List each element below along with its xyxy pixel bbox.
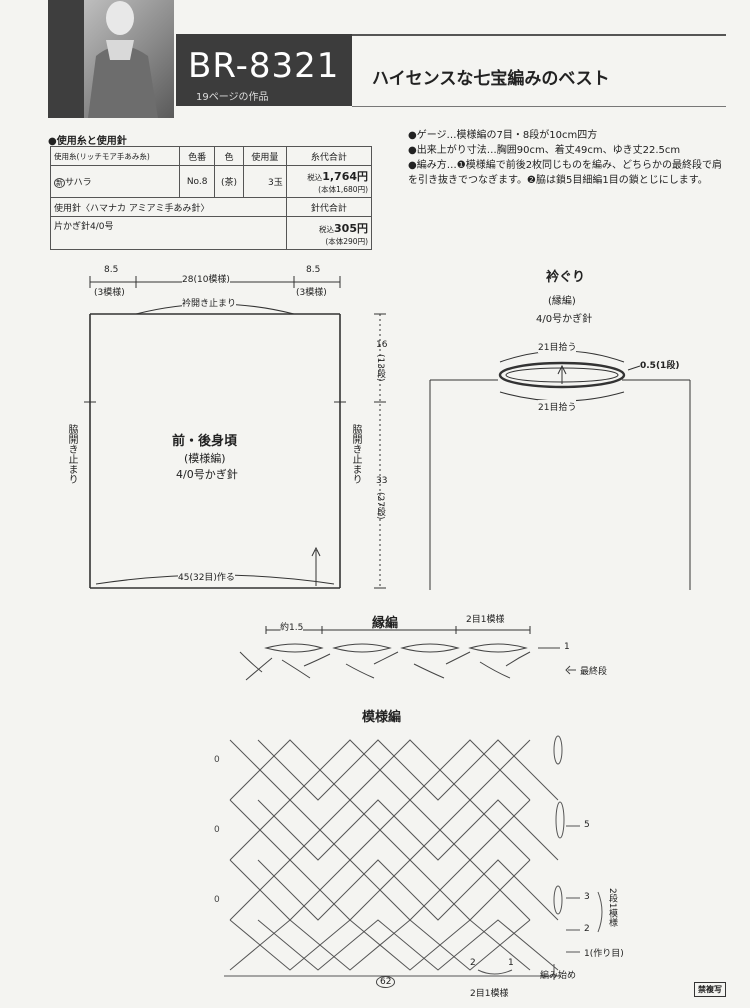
cast-on-label: 45(32目)作る [178, 570, 235, 583]
edging-approx: 約1.5 [280, 620, 304, 633]
page-title: ハイセンスな七宝編みのベスト [372, 69, 610, 89]
collar-title: 衿ぐり [546, 270, 586, 285]
model-photo [48, 0, 174, 118]
collar-pick-top: 21目拾う [538, 340, 577, 353]
pattern-title: 模様編 [362, 710, 402, 725]
dim-top-left: 8.5 [104, 265, 119, 275]
yarn-amount: 3玉 [243, 165, 287, 198]
note-gauge: ●ゲージ…模様編の7目・8段が10cm四方 [408, 130, 598, 141]
needle-price: 305円 [334, 221, 368, 235]
yarn-color-no: No.8 [179, 165, 216, 198]
dim-top-right-sub: (3模様) [296, 288, 327, 298]
yarn-price-prefix: 税込 [307, 173, 323, 182]
page-number: 62 [376, 976, 396, 988]
left-side-label: 脇開き止まり [66, 424, 77, 484]
collar-hook: 4/0号かぎ針 [536, 314, 593, 325]
yarn-price-note: (本体1,680円) [318, 185, 368, 194]
pattern-row-2: 2 [584, 924, 590, 934]
model-photo-figure [48, 0, 158, 118]
yarn-header-total: 糸代合計 [285, 146, 373, 166]
collar-pick-bottom: 21目拾う [538, 400, 577, 413]
needle-row: 片かぎ針4/0号 税込305円 (本体290円) [50, 216, 373, 250]
yarn-price: 1,764円 [322, 170, 368, 183]
neck-label: 衿開き止まり [182, 296, 237, 309]
pattern-row-1: 1(作り目) [584, 949, 624, 959]
yarn-color: (茶) [214, 165, 244, 198]
needle-price-note: (本体290円) [325, 236, 368, 246]
pattern-col-1: 1 [508, 958, 514, 968]
yarn-name: サハラ [65, 178, 92, 188]
needle-price-prefix: 税込 [319, 224, 335, 234]
dim-top-left-sub: (3模様) [94, 288, 125, 298]
instruction-notes: ●ゲージ…模様編の7目・8段が10cm四方 ●出来上がり寸法…胸囲90cm、着丈… [408, 128, 728, 188]
page-reference: 19ページの作品 [196, 92, 269, 103]
needle-name: 片かぎ針4/0号 [50, 216, 287, 250]
piece-pattern: (模様編) [184, 452, 226, 465]
collar-pattern: (縁編) [548, 296, 576, 307]
title-rule [352, 106, 726, 107]
materials-heading: ●使用糸と使用針 [48, 136, 127, 147]
edging-repeat: 2目1模様 [466, 615, 505, 625]
pattern-repeat: 2目1模様 [470, 989, 509, 999]
note-method: ●編み方…❶模様編で前後2枚同じものを編み、どちらかの最終段で肩を引き抜きでつな… [408, 160, 723, 186]
needle-price-cell: 税込305円 (本体290円) [285, 216, 373, 250]
chart-start-mark: 0 [214, 895, 220, 905]
dim-lower: 33 [376, 476, 388, 486]
new-badge: 新 [54, 178, 65, 188]
pattern-start: 編み始め [540, 971, 577, 981]
note-size: ●出来上がり寸法…胸囲90cm、着丈49cm、ゆき丈22.5cm [408, 145, 681, 156]
piece-hook: 4/0号かぎ針 [176, 468, 238, 481]
collar-width: 0.5(1段) [640, 361, 680, 371]
dim-top-right: 8.5 [306, 265, 321, 275]
pattern-two-rows: 2段1模様 [607, 888, 617, 927]
chart-start-mark: 0 [214, 825, 220, 835]
pattern-code: BR-8321 [188, 46, 340, 86]
dim-upper-sub: (13段) [375, 354, 385, 382]
yarn-price-cell: 税込1,764円 (本体1,680円) [285, 165, 373, 198]
pattern-lattice [224, 735, 603, 980]
copy-prohibited-stamp: 禁複写 [694, 982, 726, 997]
right-side-label: 脇開き止まり [350, 424, 361, 484]
edging-row-1: 1 [564, 642, 570, 652]
materials-table: 使用糸(リッチモア手あみ糸) 色番 色 使用量 糸代合計 新サハラ No.8 (… [49, 146, 373, 250]
code-box [176, 34, 352, 106]
pattern-row-5: 5 [584, 820, 590, 830]
dim-top-center: 28(10模様) [182, 272, 230, 285]
chart-start-mark: 0 [214, 755, 220, 765]
edging-last-row: 最終段 [580, 667, 608, 677]
yarn-row: 新サハラ No.8 (茶) 3玉 税込1,764円 (本体1,680円) [49, 165, 373, 198]
header-top-rule [176, 34, 726, 36]
piece-title: 前・後身頃 [172, 434, 238, 449]
yarn-header-row: 使用糸(リッチモア手あみ糸) 色番 色 使用量 糸代合計 [49, 146, 373, 166]
yarn-name-cell: 新サハラ [49, 165, 181, 198]
dim-upper: 16 [376, 340, 388, 350]
edging-title: 縁編 [372, 616, 399, 631]
dim-lower-sub: (27段) [375, 492, 385, 520]
pattern-col-2: 2 [470, 958, 476, 968]
pattern-row-3: 3 [584, 892, 590, 902]
